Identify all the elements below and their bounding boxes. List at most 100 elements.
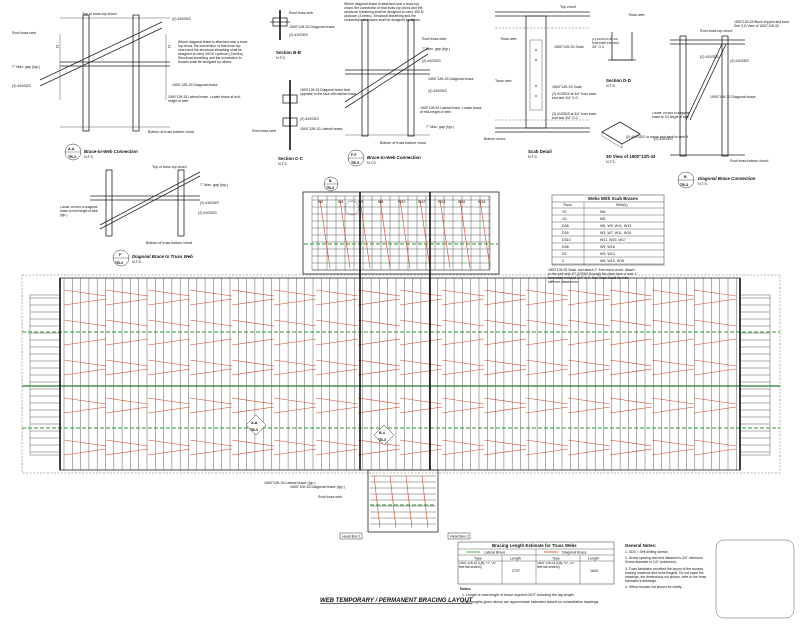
plan-truss-line: [693, 406, 737, 414]
plan-truss-line: [567, 368, 611, 376]
plan-truss-line: [315, 439, 359, 447]
plan-truss-line: [359, 199, 371, 269]
plan-marker-3[interactable]: B TB-3: [323, 176, 339, 192]
bottom-tag-1: Head Box 1: [342, 535, 361, 539]
plan-truss-line: [189, 319, 233, 327]
plan-truss-line: [357, 298, 401, 306]
plan-truss-line: [525, 289, 569, 297]
svg-text:N.T.S.: N.T.S.: [132, 260, 142, 264]
svg-text:(2) #10SDS: (2) #10SDS: [300, 117, 319, 121]
svg-text:Bottom of truss bottom chord: Bottom of truss bottom chord: [146, 241, 192, 245]
plan-truss-line: [609, 368, 653, 376]
plan-truss-line: [609, 359, 653, 367]
plan-truss-line: [441, 298, 485, 306]
plan-column-label: W4: [338, 200, 343, 204]
plan-truss-line: [63, 319, 107, 327]
plan-truss-line: [189, 298, 233, 306]
svg-text:F: F: [119, 253, 122, 257]
svg-text:(2) #10SDS: (2) #10SDS: [428, 89, 447, 93]
plan-truss-line: [399, 406, 443, 414]
svg-text:A-A: A-A: [251, 421, 258, 425]
svg-text:1500"12ft-33 Diagonal brace: 1500"12ft-33 Diagonal brace: [428, 77, 474, 81]
svg-text:1500"12ft-33 Scab: 1500"12ft-33 Scab: [552, 85, 582, 89]
plan-truss-line: [63, 289, 107, 297]
plan-truss-line: [609, 298, 653, 306]
general-note-2: 2. Screw spacing and end distance is 3/4…: [625, 556, 704, 565]
plan-truss-line: [525, 298, 569, 306]
plan-truss-line: [567, 439, 611, 447]
label-top-of-chord: Top of truss top chord: [82, 12, 117, 16]
plan-truss-line: [231, 448, 275, 456]
plan-truss-line: [421, 475, 429, 529]
plan-truss-line: [105, 319, 149, 327]
plan-truss-line: [273, 298, 317, 306]
plan-marker-2[interactable]: B-4 TB-3: [373, 424, 395, 446]
plan-truss-line: [459, 199, 471, 269]
svg-text:(2) #10SDS: (2) #10SDS: [200, 201, 219, 205]
plan-truss-line: [315, 397, 359, 405]
section-marker-b[interactable]: B TB-3: [677, 171, 695, 189]
scab-row-webs: W6, W10, W15: [600, 259, 624, 263]
sheet-title-block: WEB TEMPORARY / PERMANENT BRACING LAYOUT: [320, 598, 474, 604]
plan-truss-line: [357, 289, 401, 297]
plan-truss-line: [105, 448, 149, 456]
svg-text:Truss web: Truss web: [500, 37, 516, 41]
detail-brace-to-web-a: C C Top of truss top chord Roof truss we…: [12, 12, 247, 161]
plan-truss-line: [357, 406, 401, 414]
plan-marker-1[interactable]: A-A TB-3: [245, 414, 267, 436]
svg-text:TB-3: TB-3: [68, 155, 76, 159]
plan-truss-line: [399, 289, 443, 297]
section-marker-a[interactable]: A-A TB-3: [64, 143, 82, 161]
svg-text:Truss web: Truss web: [628, 13, 644, 17]
plan-truss-line: [63, 359, 107, 367]
plan-truss-line: [231, 406, 275, 414]
plan-truss-line: [483, 319, 527, 327]
plan-truss-line: [693, 338, 737, 346]
svg-text:1. Length is total length of b: 1. Length is total length of brace requi…: [462, 593, 575, 597]
label-max-gap: 7" Max. gap (typ.): [12, 65, 40, 69]
plan-truss-line: [357, 439, 401, 447]
section-cut-c-label: C: [56, 44, 59, 49]
plan-truss-line: [63, 338, 107, 346]
svg-text:TB-3: TB-3: [115, 261, 123, 265]
svg-text:Bottom of truss bottom chord: Bottom of truss bottom chord: [380, 141, 426, 145]
plan-truss-line: [273, 368, 317, 376]
scab-row-webs: W9, W13: [600, 252, 615, 256]
plan-truss-line: [357, 319, 401, 327]
section-d-d: Truss web (2) #10SDS at 3/4" from each e…: [592, 13, 644, 88]
plan-truss-line: [567, 448, 611, 456]
section-marker-h[interactable]: F TB-3: [112, 249, 130, 267]
plan-truss-line: [357, 397, 401, 405]
plan-truss-line: [63, 439, 107, 447]
plan-truss-line: [357, 448, 401, 456]
plan-truss-line: [439, 199, 451, 269]
plan-truss-line: [189, 448, 233, 456]
section-b-title: Section B-B: [276, 50, 301, 55]
plan-truss-line: [693, 368, 737, 376]
plan-truss-line: [693, 359, 737, 367]
section-marker-f[interactable]: F-F TB-3: [347, 149, 365, 167]
plan-truss-line: [189, 397, 233, 405]
plan-truss-line: [315, 359, 359, 367]
plan-truss-line: [483, 397, 527, 405]
three-d-view: (2) #10SDS or equal and sent to web if 3…: [601, 121, 688, 164]
svg-text:(2) #10SDS: (2) #10SDS: [654, 137, 673, 141]
plan-truss-line: [105, 439, 149, 447]
section-c-c: 1500"12ft-33 Diagonal brace face opposit…: [252, 80, 356, 166]
plan-truss-line: [399, 439, 443, 447]
plan-truss-line: [651, 439, 695, 447]
plan-truss-line: [609, 319, 653, 327]
svg-text:(2) #10SDS: (2) #10SDS: [422, 59, 441, 63]
plan-truss-line: [147, 448, 191, 456]
plan-truss-line: [63, 397, 107, 405]
plan-truss-line: [399, 448, 443, 456]
label-bottom-of-chord: Bottom of truss bottom chord: [148, 130, 194, 134]
svg-text:Notes:: Notes:: [460, 587, 471, 591]
plan-truss-line: [399, 338, 443, 346]
plan-truss-line: [315, 448, 359, 456]
detail-b-title: Diagonal Brace Connection: [698, 176, 756, 181]
scab-row-webs: W3, W7, W11, W15: [600, 231, 631, 235]
web-scab-note: 1500"12ft-33 Scab, and attach 2" from ea…: [548, 268, 638, 284]
detail-diagonal-brace-to-web: Top of truss top chord 7" Max. gap (typ.…: [60, 165, 228, 267]
svg-text:N.T.S.: N.T.S.: [698, 182, 708, 186]
